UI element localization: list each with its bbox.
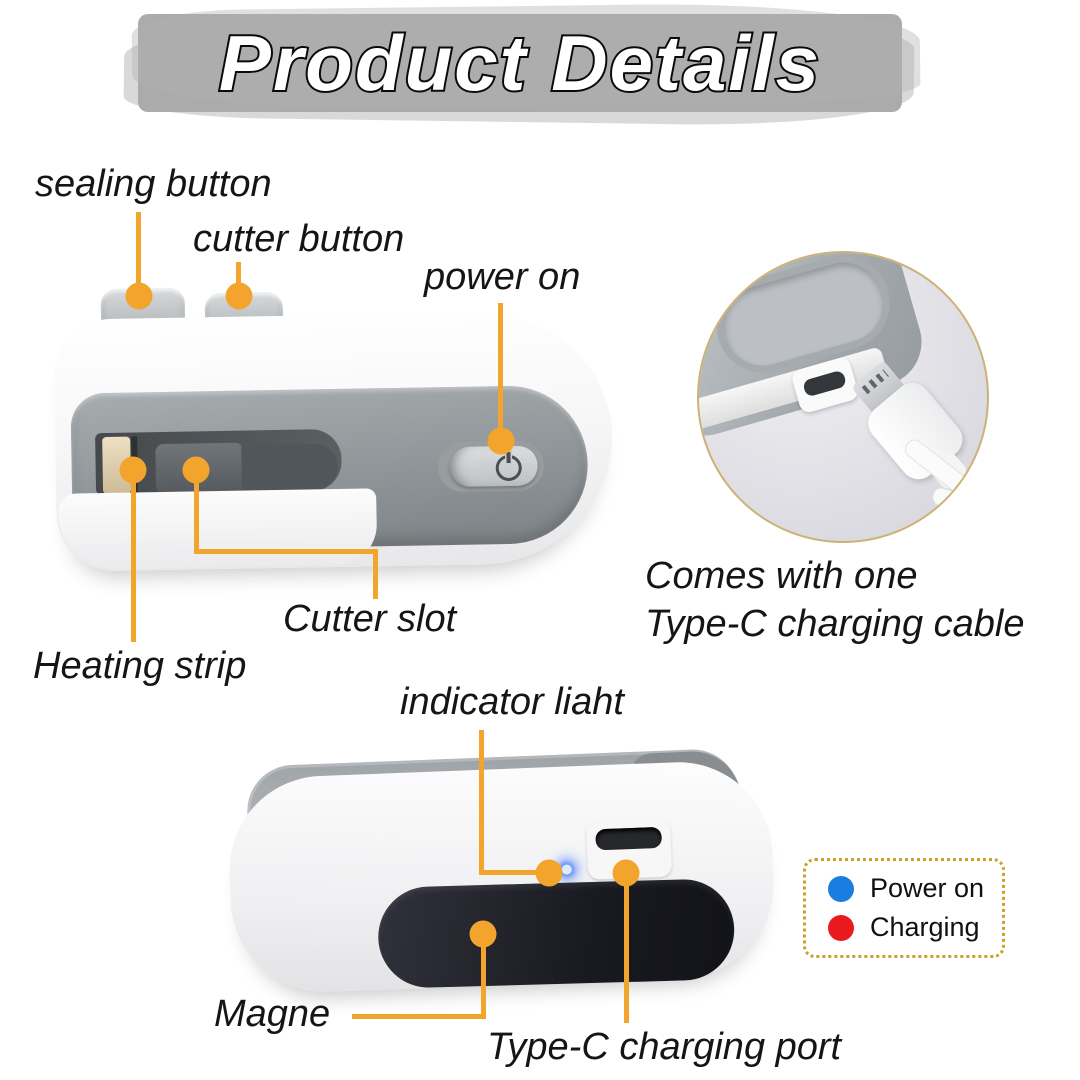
callout-dot-sealing-button	[125, 282, 153, 310]
callout-line-type-c-port	[624, 875, 629, 1023]
callout-dot-power-on	[487, 427, 515, 455]
callout-dot-type-c-port	[612, 859, 640, 887]
callout-line-magnet-h	[352, 1014, 486, 1019]
legend-label-charging: Charging	[870, 912, 980, 942]
callout-label-heating-strip: Heating strip	[33, 645, 247, 687]
sealer-device-side-photo	[53, 278, 618, 578]
legend-label-power-on: Power on	[870, 873, 985, 903]
legend-box: Power on Charging	[803, 858, 1005, 958]
callout-label-power-on: power on	[424, 256, 581, 298]
callout-line-cutter-slot-v2	[373, 549, 378, 599]
caption-cable: Comes with one Type-C charging cable	[645, 553, 1024, 649]
legend-dot-power-on	[828, 875, 854, 902]
sealer-device-bottom-photo	[224, 747, 783, 1006]
callout-line-heating-strip	[131, 472, 136, 642]
callout-line-cutter-slot-v1	[194, 472, 199, 552]
callout-line-indicator-v	[479, 730, 484, 873]
callout-label-cutter-slot: Cutter slot	[283, 598, 457, 640]
sealer-lower-arm	[58, 488, 378, 570]
callout-line-power-on	[498, 303, 503, 440]
callout-line-sealing-button	[136, 212, 141, 296]
callout-label-indicator-light: indicator liaht	[400, 681, 624, 723]
magnet-pad	[376, 878, 736, 989]
legend-dot-charging	[828, 914, 854, 941]
usb-c-connector-pins	[861, 369, 889, 395]
callout-dot-cutter-button	[225, 282, 253, 310]
callout-line-cutter-slot-h	[194, 549, 378, 554]
cutter-slot-groove	[241, 443, 339, 491]
callout-label-type-c-port: Type-C charging port	[487, 1026, 842, 1068]
callout-dot-cutter-slot	[182, 456, 210, 484]
type-c-charging-port-slot	[595, 826, 663, 851]
callout-label-sealing-button: sealing button	[35, 163, 272, 205]
callout-line-indicator-h	[479, 870, 549, 875]
callout-label-magnet: Magne	[214, 993, 331, 1035]
caption-line-1: Comes with one	[645, 555, 918, 597]
legend-item-charging: Charging	[828, 914, 1002, 941]
caption-line-2: Type-C charging cable	[645, 602, 1025, 645]
callout-dot-magnet	[469, 920, 497, 948]
callout-label-cutter-button: cutter button	[193, 218, 405, 260]
page-title: Product Details	[217, 17, 822, 109]
legend-item-power-on: Power on	[828, 875, 1002, 902]
type-c-cable-inset-photo	[697, 251, 989, 543]
usb-c-port-slot	[802, 369, 848, 398]
callout-line-magnet-v	[481, 936, 486, 1018]
callout-dot-heating-strip	[119, 456, 147, 484]
title-banner: Product Details	[138, 14, 902, 112]
callout-line-cutter-button	[236, 262, 241, 296]
power-icon	[495, 454, 522, 482]
callout-dot-indicator-light	[535, 859, 563, 887]
